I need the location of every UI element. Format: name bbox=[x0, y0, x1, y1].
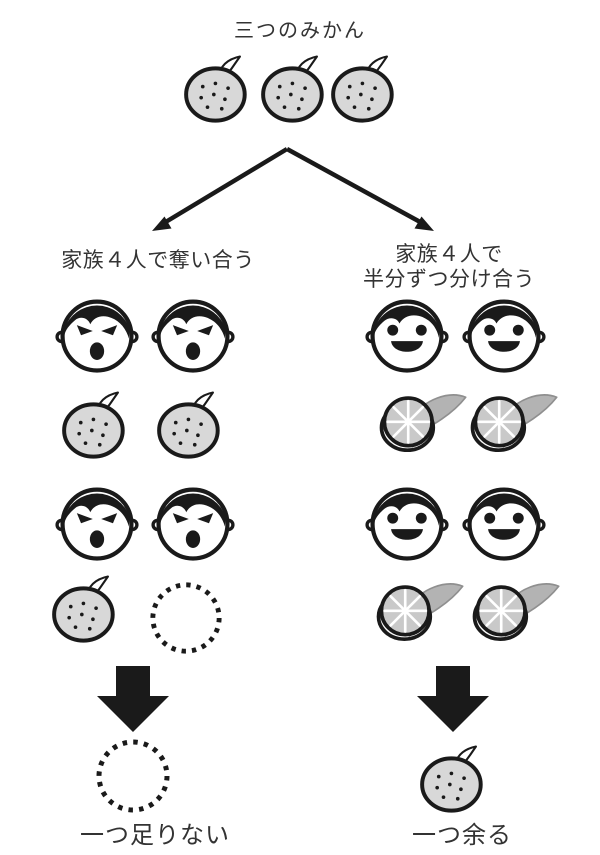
result-left-label: 一つ足りない bbox=[80, 822, 230, 849]
split-arrows-icon bbox=[152, 147, 434, 231]
happy-face-icon bbox=[365, 477, 449, 561]
orange-icon bbox=[415, 737, 491, 813]
result-right-label: 一つ余る bbox=[412, 822, 512, 849]
dotted-circle-icon bbox=[93, 736, 173, 816]
down-arrow-icon bbox=[97, 666, 169, 732]
orange-icon bbox=[179, 47, 255, 123]
dotted-circle-icon bbox=[147, 579, 225, 657]
down-arrow-icon bbox=[417, 666, 489, 732]
half-orange-icon bbox=[468, 389, 560, 458]
angry-face-icon bbox=[151, 477, 235, 561]
angry-face-icon bbox=[151, 289, 235, 373]
orange-icon bbox=[152, 383, 228, 459]
happy-face-icon bbox=[462, 289, 546, 373]
half-orange-icon bbox=[377, 389, 469, 458]
page-title: 三つのみかん bbox=[234, 20, 366, 42]
half-orange-icon bbox=[374, 578, 466, 647]
branch-right-label: 家族４人で 半分ずつ分け合う bbox=[334, 242, 564, 292]
happy-face-icon bbox=[365, 289, 449, 373]
orange-icon bbox=[256, 47, 332, 123]
orange-icon bbox=[57, 383, 133, 459]
orange-icon bbox=[47, 567, 123, 643]
angry-face-icon bbox=[55, 289, 139, 373]
branch-right-label-line2: 半分ずつ分け合う bbox=[363, 268, 535, 291]
orange-icon bbox=[326, 47, 402, 123]
happy-face-icon bbox=[462, 477, 546, 561]
branch-left-label: 家族４人で奪い合う bbox=[61, 249, 255, 272]
half-orange-icon bbox=[470, 578, 562, 647]
branch-right-label-line1: 家族４人で bbox=[395, 243, 503, 266]
angry-face-icon bbox=[55, 477, 139, 561]
